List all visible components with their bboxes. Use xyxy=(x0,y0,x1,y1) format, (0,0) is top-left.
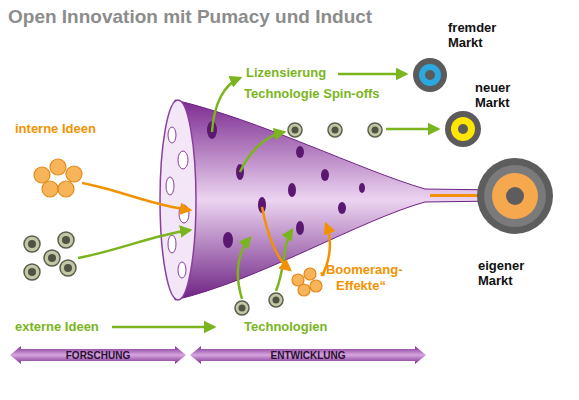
mouth-openings xyxy=(166,127,189,278)
text-label: „Boomerang- Effekte“ xyxy=(312,262,410,294)
tech-ball xyxy=(328,123,342,137)
mouth-opening xyxy=(178,151,188,169)
funnel-hole xyxy=(288,183,296,197)
double-arrow-band xyxy=(10,346,186,364)
market-label: neuer Markt xyxy=(475,80,523,110)
flow-arrow xyxy=(240,132,284,172)
market-label: fremder Markt xyxy=(448,20,504,50)
tech-ball-ring xyxy=(60,260,76,276)
tech-ball-core xyxy=(239,305,246,312)
tech-ball-core xyxy=(62,236,70,244)
market-target: neuer Markt xyxy=(440,78,520,154)
funnel-hole xyxy=(223,232,233,248)
idea-ball xyxy=(42,181,58,197)
market-label: eigener Markt xyxy=(478,258,540,288)
tech-ball-ring xyxy=(328,123,342,137)
idea-ball xyxy=(34,167,50,183)
target-ring xyxy=(413,58,447,92)
tech-ball-ring xyxy=(58,232,74,248)
idea-ball xyxy=(66,166,82,182)
boomerang-cluster xyxy=(292,268,322,296)
funnel-hole xyxy=(338,202,346,214)
flow-arrow xyxy=(238,238,250,299)
mouth-opening xyxy=(168,235,176,253)
tech-ball-ring xyxy=(44,250,60,266)
target-ring xyxy=(451,117,475,141)
tech-ball xyxy=(288,123,302,137)
internal-ideas-cluster xyxy=(34,159,82,197)
double-arrow-band xyxy=(190,346,426,364)
flow-arrow xyxy=(262,207,290,270)
tech-ball xyxy=(235,301,249,315)
phase-band: FORSCHUNG xyxy=(10,346,186,364)
tech-balls xyxy=(24,123,382,315)
funnel-hole xyxy=(321,169,329,181)
tech-ball xyxy=(44,250,60,266)
tech-ball-ring xyxy=(269,293,283,307)
tech-ball-core xyxy=(292,127,299,134)
mouth-opening xyxy=(168,127,176,143)
target-ring xyxy=(492,173,538,219)
flow-arrow xyxy=(386,128,438,131)
tech-ball-core xyxy=(332,127,339,134)
idea-ball xyxy=(58,181,74,197)
market-target: fremder Markt xyxy=(408,18,486,98)
tech-ball-ring xyxy=(368,123,382,137)
tech-ball-core xyxy=(372,127,379,134)
flow-arrow xyxy=(338,73,406,76)
target-ring xyxy=(484,165,546,227)
target-ring xyxy=(425,70,435,80)
tech-ball-ring xyxy=(235,301,249,315)
market-target: eigener Markt xyxy=(470,155,574,295)
flow-arrow xyxy=(112,326,214,329)
funnel-mouth xyxy=(160,100,196,300)
tech-ball-ring xyxy=(288,123,302,137)
funnel-hole xyxy=(296,146,304,158)
tech-ball xyxy=(24,264,40,280)
green-arrows xyxy=(78,74,438,327)
funnel-holes xyxy=(207,121,365,248)
tech-ball xyxy=(269,293,283,307)
text-label: externe Ideen xyxy=(15,319,115,335)
phase-band: ENTWICKLUNG xyxy=(190,346,426,364)
tech-ball-core xyxy=(28,268,36,276)
tech-ball xyxy=(58,232,74,248)
funnel-body xyxy=(175,100,500,300)
band-label: ENTWICKLUNG xyxy=(190,346,426,364)
mouth-opening xyxy=(178,262,186,278)
text-label: Technologie Spin-offs xyxy=(244,86,404,102)
funnel-hole xyxy=(296,221,304,235)
tech-ball xyxy=(24,236,40,252)
target-ring xyxy=(477,158,553,234)
target-ring xyxy=(445,111,481,147)
text-label: Technologien xyxy=(244,319,354,335)
orange-arrows xyxy=(82,183,500,276)
tech-ball-core xyxy=(273,297,280,304)
funnel-hole xyxy=(359,183,365,193)
idea-ball xyxy=(298,284,310,296)
tech-ball-core xyxy=(48,254,56,262)
band-label: FORSCHUNG xyxy=(10,346,186,364)
flow-arrow xyxy=(276,230,292,291)
target-ring xyxy=(419,64,441,86)
diagram-title: Open Innovation mit Pumacy und Induct xyxy=(8,6,372,28)
tech-ball-ring xyxy=(24,236,40,252)
idea-ball xyxy=(304,268,316,280)
tech-ball xyxy=(60,260,76,276)
flow-arrow xyxy=(82,183,190,210)
idea-ball xyxy=(310,280,322,292)
tech-ball-core xyxy=(64,264,72,272)
tech-ball xyxy=(368,123,382,137)
tech-ball-core xyxy=(28,240,36,248)
text-label: Lizensierung xyxy=(246,65,346,81)
tech-ball-ring xyxy=(24,264,40,280)
text-label: interne Ideen xyxy=(15,121,135,137)
target-ring xyxy=(506,187,524,205)
flow-arrow xyxy=(212,78,240,132)
idea-ball xyxy=(50,159,66,175)
flow-arrow xyxy=(78,230,190,258)
mouth-opening xyxy=(166,177,174,195)
target-ring xyxy=(458,124,468,134)
